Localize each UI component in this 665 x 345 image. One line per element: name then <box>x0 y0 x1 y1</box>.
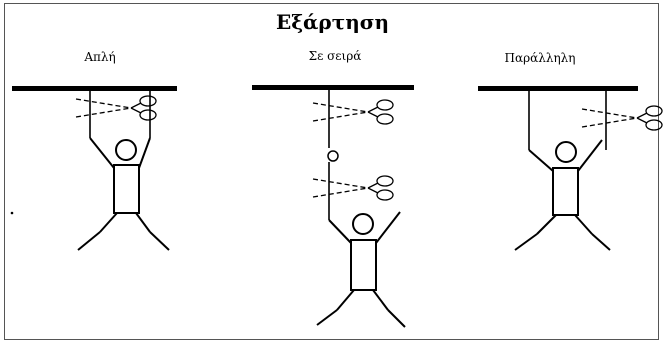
panel-label-series: Σε σειρά <box>308 49 362 63</box>
panel-label-simple: Απλή <box>84 50 116 64</box>
ceiling-bar-parallel <box>478 86 638 91</box>
ceiling-bar-series <box>252 85 414 90</box>
rope-ring <box>327 150 339 162</box>
scissors-icon <box>75 95 157 121</box>
stick-figure-simple <box>77 137 170 251</box>
stray-dot <box>10 211 14 215</box>
panel-series <box>252 85 414 328</box>
panel-simple <box>12 86 177 251</box>
stick-figure-series <box>316 211 406 328</box>
scissors-icon <box>581 105 663 131</box>
diagram-title: Εξάρτηση <box>275 10 390 34</box>
ceiling-bar-simple <box>12 86 177 91</box>
stick-figure-parallel <box>514 139 611 251</box>
panel-label-parallel: Παράλληλη <box>504 51 576 65</box>
panel-parallel <box>478 86 663 251</box>
scissors-icon <box>312 175 394 201</box>
scissors-icon <box>312 99 394 125</box>
